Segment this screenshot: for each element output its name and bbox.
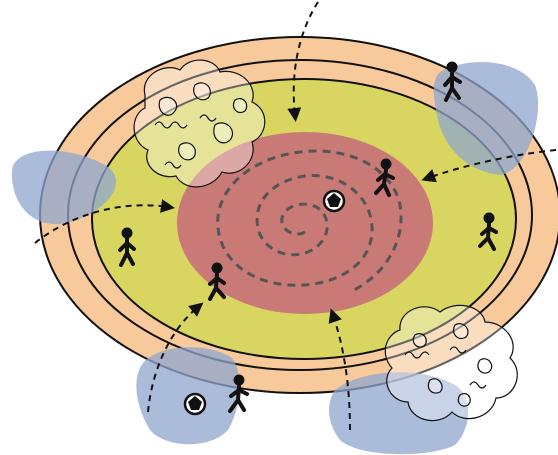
person-icon (118, 227, 136, 267)
arrow-top (287, 1, 319, 122)
bush-icon (133, 59, 266, 188)
arrow-left (34, 199, 175, 244)
person-icon (443, 61, 462, 102)
arrow-bottom-left (147, 302, 204, 413)
spiral-path (216, 149, 403, 294)
person-icon (478, 212, 498, 251)
ball-icon (322, 189, 346, 213)
arrow-bottom (328, 308, 351, 431)
bush-icon (384, 304, 518, 422)
person-icon (208, 262, 226, 301)
arrow-right (421, 149, 557, 183)
person-icon (228, 374, 249, 413)
blue-blob-left (11, 150, 117, 225)
blue-blob-top-right (433, 62, 539, 175)
person-icon (374, 158, 395, 197)
ball-icon (183, 392, 207, 416)
